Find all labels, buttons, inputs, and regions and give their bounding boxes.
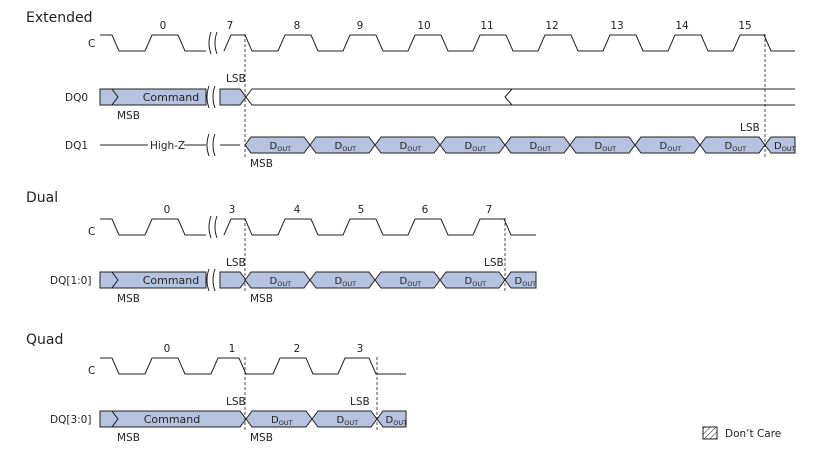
clock-waveform	[100, 357, 406, 375]
clock-number: 0	[160, 20, 167, 32]
clock-numbers: 0 1 2 3	[164, 343, 364, 355]
command-label: Command	[144, 413, 201, 426]
msb-label: MSB	[250, 158, 273, 170]
clock-number: 5	[358, 204, 365, 216]
clock-label: C	[88, 365, 95, 377]
clock-number: 14	[675, 20, 689, 32]
dout-cell	[764, 136, 796, 154]
clock-number: 1	[229, 343, 236, 355]
clock-label: C	[88, 226, 95, 238]
clock-number: 3	[357, 343, 364, 355]
msb-label: MSB	[117, 432, 140, 444]
clock-number: 0	[164, 343, 171, 355]
high-z-label: High-Z	[150, 140, 185, 152]
clock-break-icon	[208, 215, 218, 239]
section-extended: Extended C 0 7 8 9 10 11 12 13 14 15 DQ0…	[26, 10, 796, 170]
clock-number: 0	[164, 204, 171, 216]
command-bus	[111, 271, 207, 289]
command-bus	[219, 88, 247, 106]
lane-label-dq0: DQ0	[65, 92, 88, 104]
dont-care-region	[245, 88, 795, 106]
msb-label: MSB	[250, 432, 273, 444]
command-bus	[111, 410, 247, 428]
clock-waveform	[100, 218, 536, 236]
msb-label: MSB	[117, 293, 140, 305]
clock-number: 10	[417, 20, 430, 32]
clock-number: 7	[227, 20, 234, 32]
msb-label: MSB	[250, 293, 273, 305]
lsb-label: LSB	[740, 122, 760, 134]
section-title: Quad	[26, 332, 63, 348]
legend-label: Don’t Care	[725, 428, 781, 440]
clock-number: 13	[610, 20, 623, 32]
lane-label-dq-1-0: DQ[1:0]	[50, 275, 91, 287]
clock-number: 3	[229, 204, 236, 216]
clock-label: C	[88, 38, 95, 50]
clock-number: 15	[738, 20, 751, 32]
lsb-label: LSB	[226, 396, 246, 408]
command-label: Command	[143, 274, 200, 287]
lane-label-dq-3-0: DQ[3:0]	[50, 414, 91, 426]
dout-cell	[504, 271, 537, 289]
clock-number: 6	[422, 204, 429, 216]
command-bus	[111, 88, 207, 106]
lsb-label: LSB	[484, 257, 504, 269]
clock-number: 4	[294, 204, 301, 216]
lane-label-dq1: DQ1	[65, 140, 88, 152]
clock-number: 12	[545, 20, 558, 32]
clock-number: 8	[294, 20, 301, 32]
clock-numbers: 0 7 8 9 10 11 12 13 14 15	[160, 20, 752, 32]
clock-number: 7	[486, 204, 493, 216]
bus-break-icon	[206, 133, 216, 157]
clock-number: 2	[294, 343, 301, 355]
legend: Don’t Care	[702, 426, 781, 440]
clock-numbers: 0 3 4 5 6 7	[164, 204, 493, 216]
command-bus	[219, 271, 247, 289]
dout-cell	[376, 410, 407, 428]
lsb-label: LSB	[226, 257, 246, 269]
hatched-box-icon	[702, 426, 718, 440]
clock-waveform	[100, 34, 795, 52]
section-title: Extended	[26, 10, 93, 26]
lsb-label: LSB	[350, 396, 370, 408]
bus-break-icon	[206, 268, 216, 292]
clock-number: 9	[357, 20, 364, 32]
bus-break-icon	[206, 85, 216, 109]
command-label: Command	[143, 91, 200, 104]
clock-break-icon	[208, 31, 218, 55]
msb-label: MSB	[117, 110, 140, 122]
lsb-label: LSB	[226, 73, 246, 85]
section-title: Dual	[26, 190, 58, 206]
clock-number: 11	[480, 20, 493, 32]
